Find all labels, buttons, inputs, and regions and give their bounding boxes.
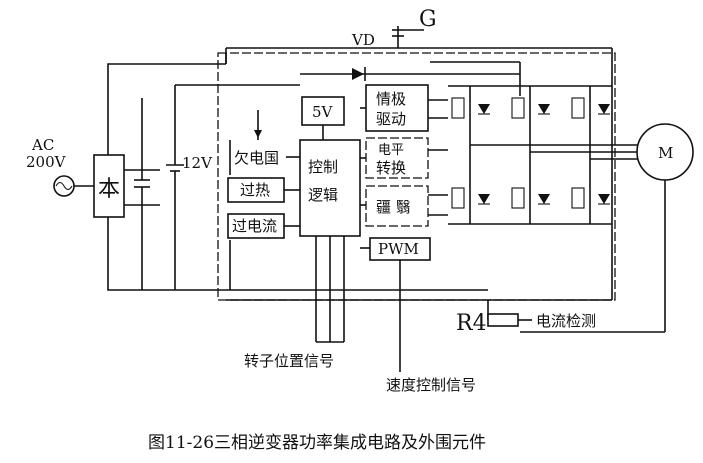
igbt-w-high [571, 97, 610, 119]
current-detect-label: 电流检测 [536, 312, 596, 330]
ac-wave [55, 181, 73, 191]
igbt-v-low [511, 187, 550, 209]
pwm-label: PWM [378, 240, 419, 258]
ctrl-line2: 逻辑 [308, 186, 338, 204]
overcurrent-box [227, 213, 285, 239]
control-logic-box [299, 139, 361, 237]
r4-resistor [487, 313, 519, 327]
figure-caption: 图11-26三相逆变器功率集成电路及外围元件 [148, 433, 486, 453]
outer-frame-left [107, 63, 226, 291]
vd-label: VD [351, 31, 375, 49]
igbt-u-low [451, 187, 490, 209]
motor-label: M [658, 144, 673, 162]
level-line2: 转换 [376, 159, 406, 177]
ctrl-line1: 控制 [308, 158, 338, 176]
v12-label: 12V [182, 154, 213, 172]
overcurrent-label: 过电流 [232, 217, 277, 235]
igbt-v-high [511, 97, 550, 119]
lower-drive-label: 疆 翳 [376, 198, 411, 216]
level-line1: 电平 [378, 143, 404, 158]
g-label: G [419, 7, 437, 32]
overheat-label: 过热 [240, 181, 270, 199]
rectifier-label: 本 [98, 177, 120, 202]
lower-drive-box [365, 185, 429, 227]
igbt-u-high [451, 97, 490, 119]
undervoltage-label: 欠电国 [234, 149, 279, 167]
undervoltage-arrow [254, 130, 262, 138]
rotor-signal-label: 转子位置信号 [244, 352, 334, 370]
drive-line2: 驱动 [376, 110, 406, 128]
vd-diode [352, 68, 364, 80]
r4-label: R4 [456, 311, 487, 336]
igbt-w-low [571, 187, 610, 209]
speed-signal-label: 速度控制信号 [386, 376, 476, 394]
ac-label: AC [31, 136, 54, 154]
inverter-bridge [448, 85, 640, 225]
overheat-box [227, 177, 285, 203]
ac-voltage-label: 200V [26, 153, 67, 171]
v5-label: 5V [312, 103, 334, 121]
drive-line1: 情极 [376, 90, 406, 108]
rectifier-box [93, 154, 125, 218]
